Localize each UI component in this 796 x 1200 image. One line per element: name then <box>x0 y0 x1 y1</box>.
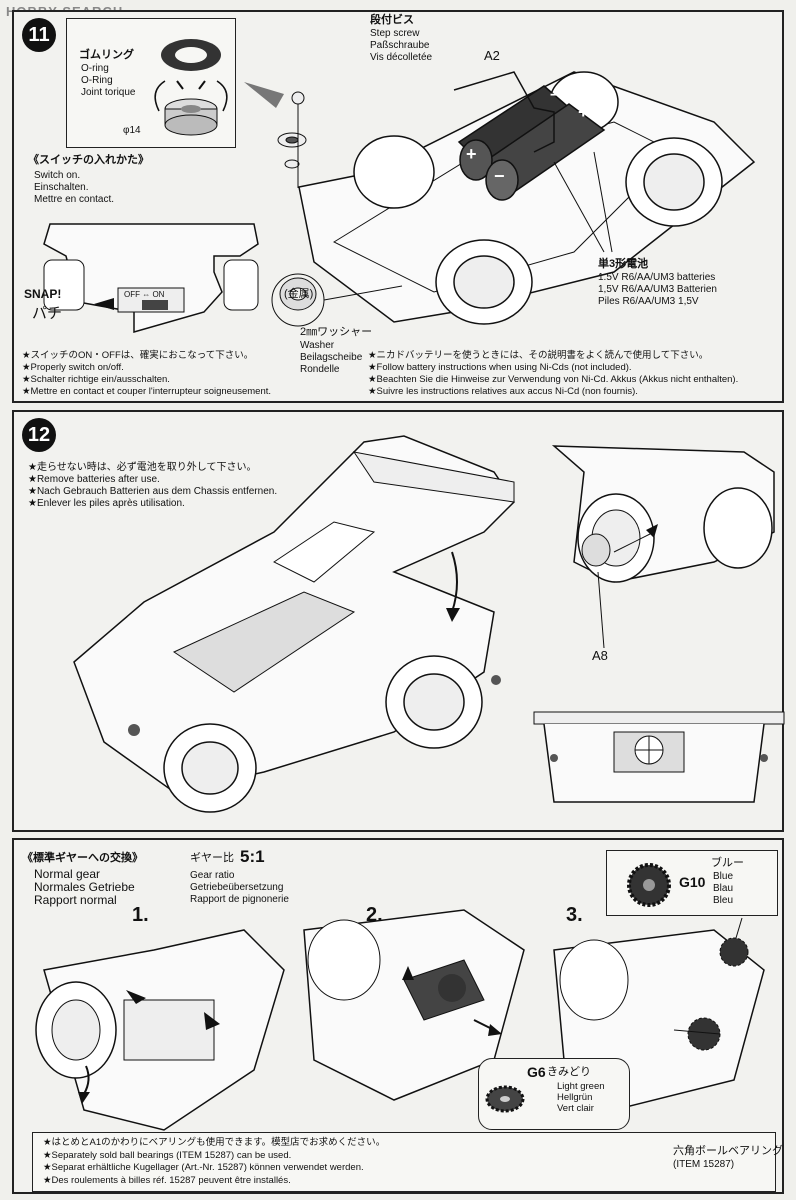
part-a2-label: A2 <box>484 48 500 63</box>
g10-gear-inset: G10 ブルー Blue Blau Bleu <box>606 850 778 916</box>
car-body-illustration <box>73 435 785 813</box>
step-12-number: 12 <box>22 418 56 452</box>
switch-title-jp: 《スイッチの入れかた》 <box>28 154 149 166</box>
bearing-note-box: ★はとめとA1のかわりにベアリングも使用できます。模型店でお求めください。 ★S… <box>32 1132 783 1192</box>
g6-gear-icon <box>485 1085 525 1113</box>
remove-batteries-note: ★走らせない時は、必ず電池を取り外して下さい。 ★Remove batterie… <box>28 462 278 509</box>
svg-text:+: + <box>466 144 477 164</box>
normal-gear-title-jp: 《標準ギヤーへの交換》 <box>22 852 143 864</box>
battery-label: 1.5V R6/AA/UM3 batteries 1,5V R6/AA/UM3 … <box>598 272 717 307</box>
bearing-item-number: (ITEM 15287) <box>673 1159 735 1170</box>
substep-3-number: 3. <box>566 904 583 926</box>
battery-label-jp: 単3形電池 <box>598 258 649 270</box>
g10-label: G10 <box>679 874 706 890</box>
g6-label: G6 <box>527 1064 546 1080</box>
svg-text:−: − <box>550 87 559 104</box>
step-11-number: 11 <box>22 18 56 52</box>
switch-note: ★スイッチのON・OFFは、確実におこなって下さい。 ★Properly swi… <box>22 350 272 397</box>
g10-color: Blue Blau Bleu <box>713 871 734 906</box>
step-12-panel: 12 ★走らせない時は、必ず電池を取り外して下さい。 ★Remove batte… <box>12 410 785 832</box>
svg-text:−: − <box>494 166 505 186</box>
gear-change-panel: 《標準ギヤーへの交換》 Normal gear Normales Getrieb… <box>12 838 784 1194</box>
washer-label-jp: 2㎜ワッシャー <box>300 326 373 338</box>
part-a8-label: A8 <box>592 648 608 663</box>
bearing-label-jp: 六角ボールベアリング <box>673 1145 783 1157</box>
bearing-note: ★はとめとA1のかわりにベアリングも使用できます。模型店でお求めください。 ★S… <box>43 1137 386 1186</box>
step-screw-label-jp: 段付ビス <box>370 14 414 26</box>
step-11-panel: 11 ゴムリング O-ring O-Ring Joint torique φ14… <box>12 10 784 403</box>
gear-ratio-value: 5:1 <box>240 847 265 866</box>
snap-label-jp: パチ <box>32 305 63 322</box>
metal-washer-label-jp: (金属) <box>284 288 314 300</box>
gear-ratio-label-jp: ギヤー比 <box>190 852 234 864</box>
g10-color-jp: ブルー <box>711 857 744 869</box>
snap-label: SNAP! <box>24 287 62 301</box>
normal-gear-title: Normal gear Normales Getriebe Rapport no… <box>34 867 135 907</box>
substep-1-number: 1. <box>132 904 149 926</box>
oring-illustration <box>154 39 228 136</box>
oring-inset: ゴムリング O-ring O-Ring Joint torique φ14 <box>66 18 236 148</box>
g6-color-jp: きみどり <box>547 1066 591 1078</box>
g6-color: Light green Hellgrün Vert clair <box>557 1081 605 1114</box>
switch-off-on-label: OFF ⇔ ON <box>124 290 165 299</box>
chassis-battery-illustration: + − − + <box>244 71 756 327</box>
switch-title: Switch on. Einschalten. Mettre en contac… <box>34 170 115 205</box>
nicd-battery-note: ★ニカドバッテリーを使うときには、その説明書をよく読んで使用して下さい。 ★Fo… <box>368 350 739 397</box>
gear-change-illustration <box>35 909 765 1174</box>
oring-label: O-ring O-Ring Joint torique <box>81 63 136 98</box>
switch-illustration <box>43 223 259 333</box>
g10-gear-icon <box>627 863 671 907</box>
washer-label: Washer Beilagscheibe Rondelle <box>300 340 363 375</box>
step-screw-label: Step screw Paßschraube Vis décolletée <box>370 28 433 63</box>
svg-text:+: + <box>578 102 589 122</box>
gear-ratio-label: Gear ratio Getriebeübersetzung Rapport d… <box>190 870 289 905</box>
g6-gear-inset: G6 きみどり Light green Hellgrün Vert clair <box>478 1058 630 1130</box>
oring-label-jp: ゴムリング <box>79 49 134 61</box>
oring-diameter: φ14 <box>123 125 141 136</box>
